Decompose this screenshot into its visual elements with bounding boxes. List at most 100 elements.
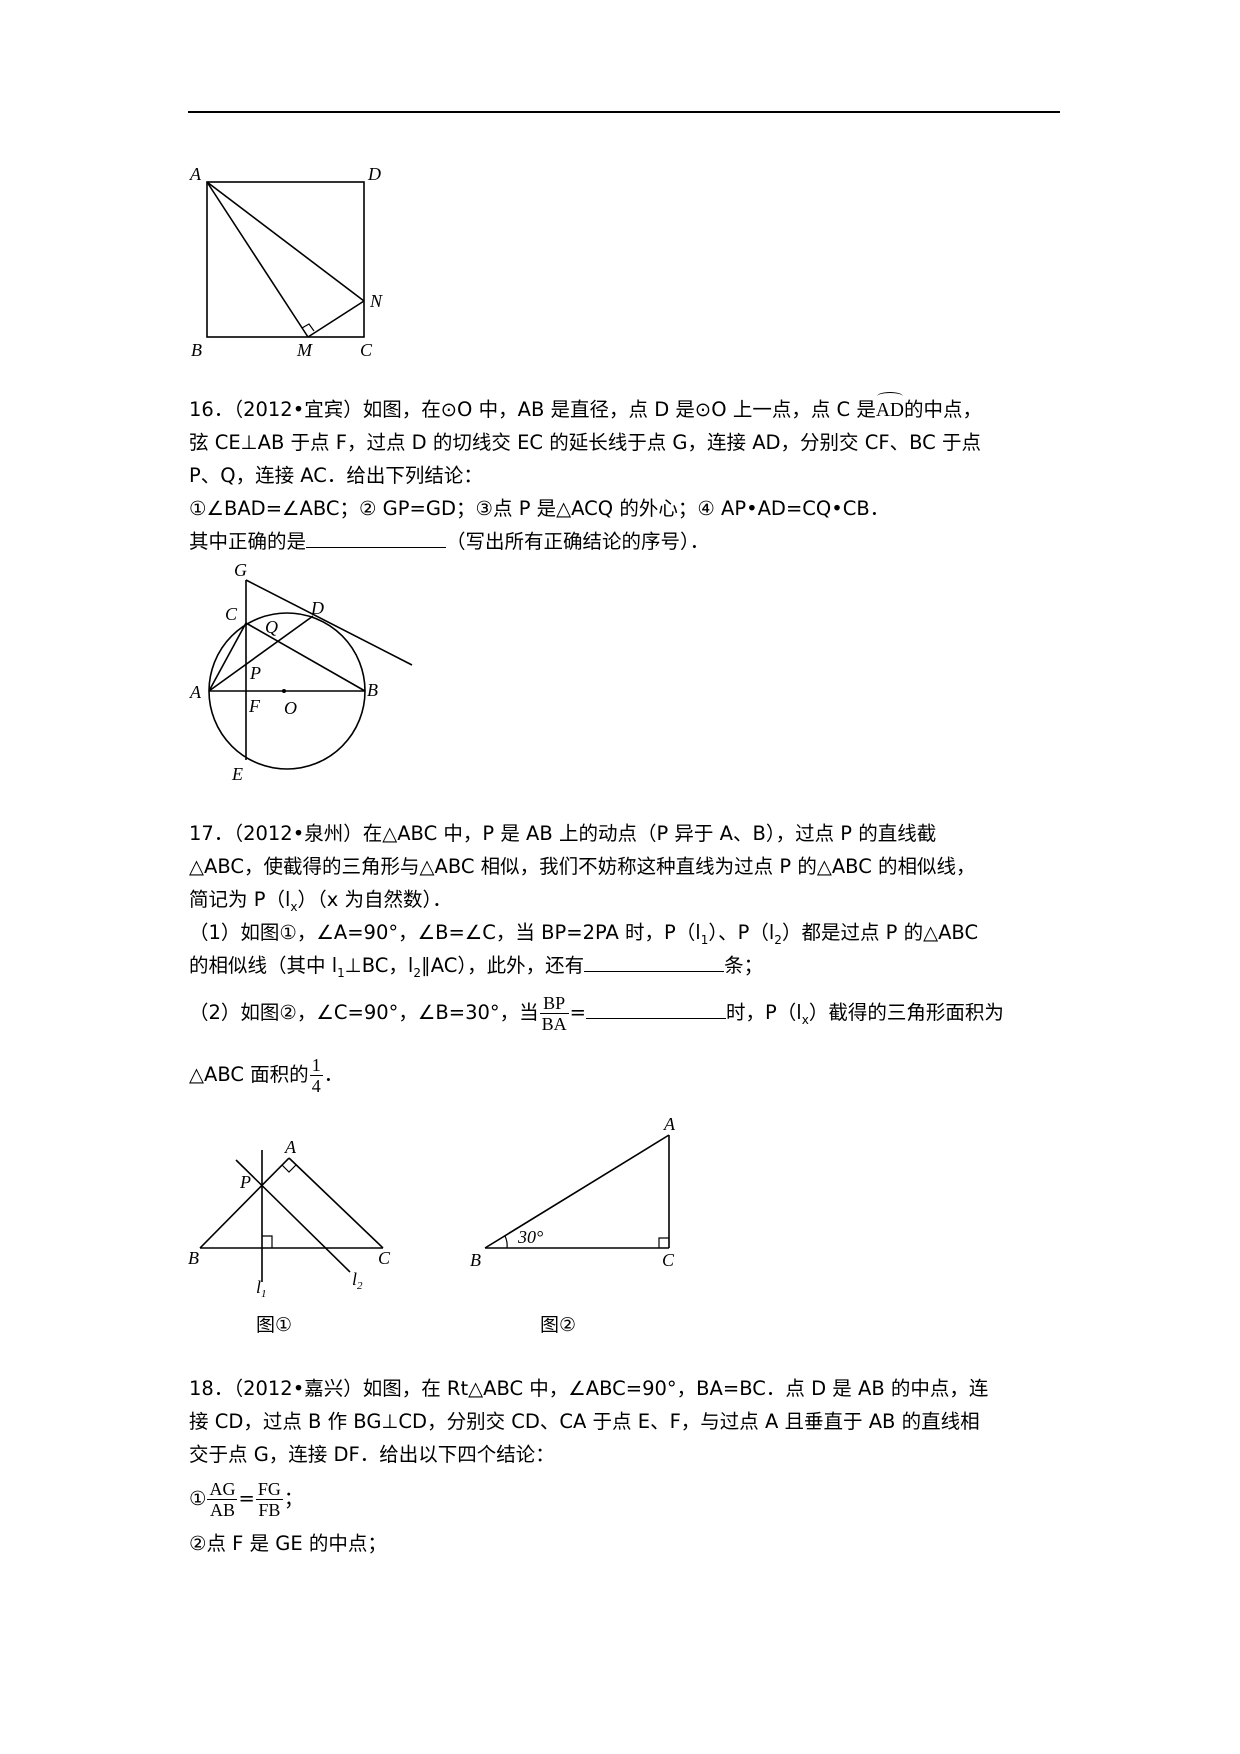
q17-text: ． xyxy=(323,1063,344,1086)
caption-figure-1: 图① xyxy=(256,1314,293,1336)
q17-line-3: 简记为 P（lx）（x 为自然数）． xyxy=(189,883,1069,916)
q17-line-5: 的相似线（其中 l1⊥BC，l2∥AC），此外，还有条； xyxy=(189,949,1069,982)
q17-source: （2012•泉州） xyxy=(233,822,363,845)
q17-text: 简记为 P（l xyxy=(189,888,291,911)
label-P: P xyxy=(249,663,261,683)
q16-line-5: 其中正确的是 （写出所有正确结论的序号）． xyxy=(189,525,1069,558)
label-C: C xyxy=(225,604,238,624)
q18-source: （2012•嘉兴） xyxy=(233,1377,363,1400)
label-O: O xyxy=(284,698,297,718)
label-F: F xyxy=(248,696,261,716)
q16-text: 如图，在⊙O 中，AB 是直径，点 D 是⊙O 上一点，点 C 是 xyxy=(362,398,876,421)
figure-circle-o: G C D Q P A B F O E xyxy=(189,560,413,784)
q17-text: ∥AC），此外，还有 xyxy=(420,954,585,977)
header-rule xyxy=(188,111,1060,113)
q16-line-2: 弦 CE⊥AB 于点 F，过点 D 的切线交 EC 的延长线于点 G，连接 AD… xyxy=(189,431,981,454)
q16-text: （写出所有正确结论的序号）． xyxy=(446,530,710,553)
q16-line-1: 16．（2012•宜宾）如图，在⊙O 中，AB 是直径，点 D 是⊙O 上一点，… xyxy=(189,392,1069,427)
q16-source: （2012•宜宾） xyxy=(233,398,363,421)
question-18: 18．（2012•嘉兴）如图，在 Rt△ABC 中，∠ABC=90°，BA=BC… xyxy=(189,1372,1069,1560)
q16-conclusions: ①∠BAD=∠ABC；② GP=GD；③点 P 是△ACQ 的外心；④ AP•A… xyxy=(189,497,890,520)
numerator: BP xyxy=(539,993,569,1014)
label-l1: l1 xyxy=(256,1277,267,1300)
q18-text: ； xyxy=(283,1487,304,1510)
subscript: 1 xyxy=(700,932,709,947)
q17-text: ⊥BC，l xyxy=(344,954,414,977)
q17-answer-blank-2[interactable] xyxy=(586,998,727,1019)
question-17: 17．（2012•泉州）在△ABC 中，P 是 AB 上的动点（P 异于 A、B… xyxy=(189,817,1069,1106)
numerator: AG xyxy=(207,1479,238,1500)
label-C: C xyxy=(662,1250,675,1270)
q17-text: 的相似线（其中 l xyxy=(189,954,338,977)
question-16: 16．（2012•宜宾）如图，在⊙O 中，AB 是直径，点 D 是⊙O 上一点，… xyxy=(189,392,1069,558)
subscript: 2 xyxy=(774,932,782,947)
label-A: A xyxy=(189,682,202,702)
q16-text: 的中点， xyxy=(904,398,983,421)
label-B: B xyxy=(367,680,378,700)
arc-ad: AD xyxy=(876,392,904,427)
denominator: BA xyxy=(541,1014,567,1034)
q18-text: 如图，在 Rt△ABC 中，∠ABC=90°，BA=BC．点 D 是 AB 的中… xyxy=(362,1377,989,1400)
label-A: A xyxy=(663,1114,676,1134)
q17-text: 在△ABC 中，P 是 AB 上的动点（P 异于 A、B），过点 P 的直线截 xyxy=(362,822,937,845)
q17-text: = xyxy=(569,1001,587,1024)
q17-line-4: （1）如图①，∠A=90°，∠B=∠C，当 BP=2PA 时，P（l1）、P（l… xyxy=(189,916,1069,949)
label-Q: Q xyxy=(265,617,278,637)
subscript: x xyxy=(290,899,298,914)
figure-square-abcd: A D N B M C xyxy=(189,164,383,360)
q18-item-2: ②点 F 是 GE 的中点； xyxy=(189,1532,387,1555)
label-G: G xyxy=(234,560,247,580)
denominator: AB xyxy=(209,1500,235,1520)
label-C: C xyxy=(378,1248,391,1268)
subscript: 2 xyxy=(413,965,421,980)
q17-text: 时，P（l xyxy=(726,1001,802,1024)
q18-text: ① xyxy=(189,1487,207,1510)
label-A: A xyxy=(189,164,202,184)
numerator: 1 xyxy=(309,1055,323,1076)
q17-answer-blank-1[interactable] xyxy=(584,951,725,972)
subscript: 1 xyxy=(337,965,345,980)
q17-number: 17． xyxy=(189,822,234,845)
q18-line-3: 交于点 G，连接 DF．给出以下四个结论： xyxy=(189,1443,555,1466)
caption-figure-2: 图② xyxy=(540,1314,577,1336)
q16-text: 其中正确的是 xyxy=(189,530,307,553)
q17-line-1: 17．（2012•泉州）在△ABC 中，P 是 AB 上的动点（P 异于 A、B… xyxy=(189,817,1069,850)
q16-line-3: P、Q，连接 AC．给出下列结论： xyxy=(189,464,483,487)
label-E: E xyxy=(231,764,243,784)
figure-2-right-triangle: A B C 30° xyxy=(470,1114,676,1270)
denominator: 4 xyxy=(311,1076,321,1096)
q18-line-1: 18．（2012•嘉兴）如图，在 Rt△ABC 中，∠ABC=90°，BA=BC… xyxy=(189,1372,1069,1405)
label-P: P xyxy=(239,1172,251,1192)
label-A: A xyxy=(284,1137,297,1157)
label-C: C xyxy=(360,340,373,360)
q17-text: △ABC 面积的 xyxy=(189,1063,309,1086)
q17-text: ）截得的三角形面积为 xyxy=(808,1001,1004,1024)
label-B: B xyxy=(470,1250,481,1270)
figure-1-triangle: A P B C l1 l2 xyxy=(188,1137,391,1300)
label-N: N xyxy=(369,291,383,311)
q17-text: （2）如图②，∠C=90°，∠B=30°，当 xyxy=(189,1001,539,1024)
q18-number: 18． xyxy=(189,1377,234,1400)
q17-line-2: △ABC，使截得的三角形与△ABC 相似，我们不妨称这种直线为过点 P 的△AB… xyxy=(189,855,976,878)
q17-text: （1）如图①，∠A=90°，∠B=∠C，当 BP=2PA 时，P（l xyxy=(189,921,701,944)
label-B: B xyxy=(191,340,202,360)
label-D: D xyxy=(367,164,381,184)
q16-answer-blank[interactable] xyxy=(306,527,447,548)
label-B: B xyxy=(188,1248,199,1268)
q18-line-2: 接 CD，过点 B 作 BG⊥CD，分别交 CD、CA 于点 E、F，与过点 A… xyxy=(189,1410,980,1433)
subscript: x xyxy=(801,1012,809,1027)
label-l2: l2 xyxy=(352,1269,363,1292)
q17-text: ）、P（l xyxy=(708,921,775,944)
q16-number: 16． xyxy=(189,398,234,421)
angle-30-label: 30° xyxy=(517,1227,543,1247)
numerator: FG xyxy=(255,1479,283,1500)
denominator: FB xyxy=(258,1500,281,1520)
q18-text: = xyxy=(238,1487,255,1510)
q17-text: ）都是过点 P 的△ABC xyxy=(781,921,979,944)
